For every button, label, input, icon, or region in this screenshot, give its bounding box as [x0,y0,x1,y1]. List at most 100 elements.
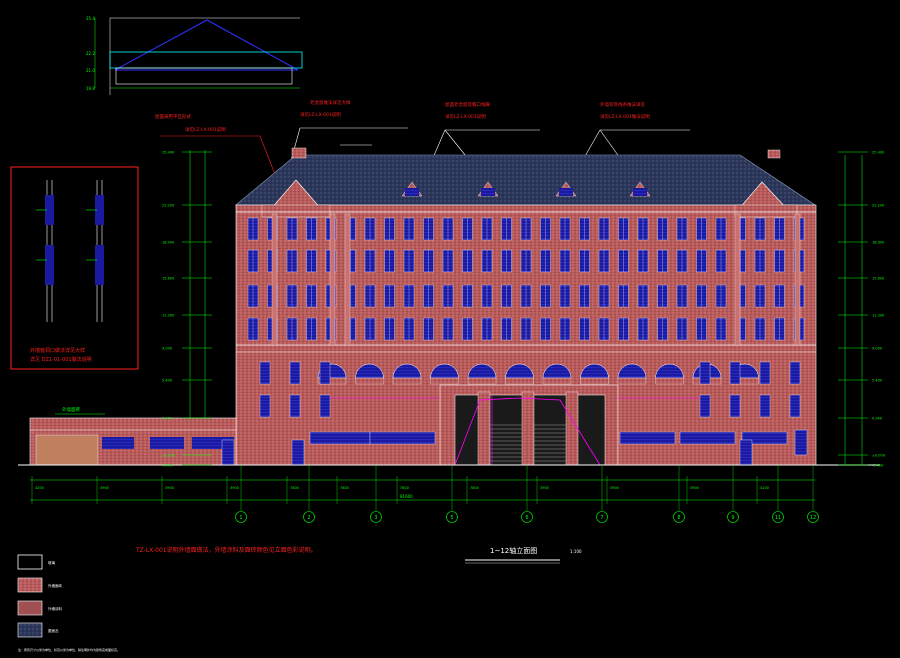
annotation-4-text: 外墙装饰线条做法详见 [600,101,645,108]
arch-window [542,363,572,379]
dimension-lines: 81600 [30,479,815,501]
axis-bubble [303,511,315,523]
dimension-label: 3900 [165,486,174,490]
axis-label: 7 [600,515,603,521]
arch-window [617,363,647,379]
legend-label-glass: 玻璃 [48,560,55,565]
svg-text:22.2: 22.2 [86,51,95,56]
window [289,361,301,385]
legend-label-roof: 屋面瓦 [48,628,59,633]
ground-window [309,431,371,445]
window [699,361,711,385]
level-label-left: 0.900 [162,417,172,421]
level-label-right: -0.450 [872,464,883,468]
level-marks-right [844,155,863,465]
door [794,429,808,456]
level-label-right: 22.200 [872,204,884,208]
dimension-label: 3900 [690,486,699,490]
level-label-right: 0.900 [872,417,882,421]
legend-label-paint: 外墙涂料 [48,606,62,611]
axis-bubble [807,511,819,523]
detail-note-line2: 详见 DZ1-01-001做法说明 [30,356,92,363]
legend-swatch-paint [17,600,43,616]
level-marks-left [189,150,206,418]
dimension-label: 3900 [100,486,109,490]
dormer-window [481,188,495,196]
legend-swatch-glass [17,554,43,570]
side-label: 外墙面砖 [62,406,80,413]
dims-total: 81600 [400,494,413,499]
ground-window [679,431,736,445]
level-label-left: ±0.000 [162,454,175,458]
window [789,361,801,385]
legend-label-brick: 外墙面砖 [48,583,62,588]
annotation-2-text: 老虎窗做法详见大样 [310,99,351,106]
axis-bubble [370,511,382,523]
window [319,361,331,385]
annotation-1-text: 屋面采用平瓦形式 [155,113,191,120]
axis-bubble [673,511,685,523]
axis-label: 9 [731,515,734,521]
axis-bubble [596,511,608,523]
pilaster [329,213,336,346]
window [729,394,741,418]
footer-note: 注：所有尺寸以米为单位，标高以米为单位，除注明外均为建筑完成面标高。 [18,647,120,652]
annotation-3-sub: 详见LZ-LX-001说明 [445,113,486,120]
pilaster [734,213,741,346]
svg-text:21.0: 21.0 [86,68,95,73]
door [739,439,753,466]
level-label-left: 18.900 [162,241,174,245]
legend-swatch-brick [17,577,43,593]
arch-window [505,363,534,379]
dimension-label: 7800 [400,486,409,490]
arch-window [655,363,684,379]
pilaster [271,213,278,346]
level-label-right: 5.400 [872,379,882,383]
window [729,361,741,385]
annotation-1-sub: 详见LZ-LX-001说明 [185,126,226,133]
detail-note-line1: 外墙窗洞口做法详见大样 [30,347,85,354]
material-legend: 玻璃 外墙面砖 外墙涂料 屋面瓦 [17,554,62,638]
annotation-3-text: 屋面老虎窗及檐口线脚 [445,101,490,108]
dimension-label: 3900 [230,486,239,490]
level-label-right: 25.400 [872,151,884,155]
door [221,439,235,466]
dimension-label: 7800 [340,486,349,490]
door [291,439,305,466]
level-label-left: 25.400 [162,151,174,155]
level-label-right: ±0.000 [872,454,885,458]
dimension-label: 7800 [290,486,299,490]
ground-window [619,431,676,445]
drawing-title-block: 1~12轴立面图 1:100 [465,546,582,564]
pilaster [344,213,351,346]
annotation-4-sub: 详见LZ-LX-001做法说明 [600,113,650,120]
window [319,394,331,418]
axis-label: 8 [677,515,680,521]
dimension-label: 3900 [610,486,619,490]
wall-section-detail: 外墙窗洞口做法详见大样 详见 DZ1-01-001做法说明 [10,166,139,370]
drawing-title: 1~12轴立面图 [490,546,537,555]
level-label-right: 12.300 [872,314,884,318]
window [259,394,271,418]
axis-label: 1 [239,515,242,521]
dimension-label: 4200 [760,486,769,490]
axis-label: 3 [374,515,377,521]
annotation-2-sub: 详见LZ-LX-001说明 [300,111,341,118]
ground-window [741,431,788,445]
drawing-scale: 1:100 [570,549,582,554]
level-label-left: 22.200 [162,204,174,208]
level-label-left: -0.450 [162,464,173,468]
axis-label: 12 [810,515,816,521]
window [759,394,771,418]
axis-label: 5 [450,515,453,521]
arch-window [580,363,609,379]
dormer-window [405,188,419,196]
svg-text:25.4: 25.4 [86,16,95,21]
axis-bubble [772,511,784,523]
window [789,394,801,418]
axis-bubble [521,511,533,523]
svg-text:19.8: 19.8 [86,86,95,91]
pilaster [794,213,801,346]
window [259,361,271,385]
level-label-right: 9.000 [872,347,882,351]
